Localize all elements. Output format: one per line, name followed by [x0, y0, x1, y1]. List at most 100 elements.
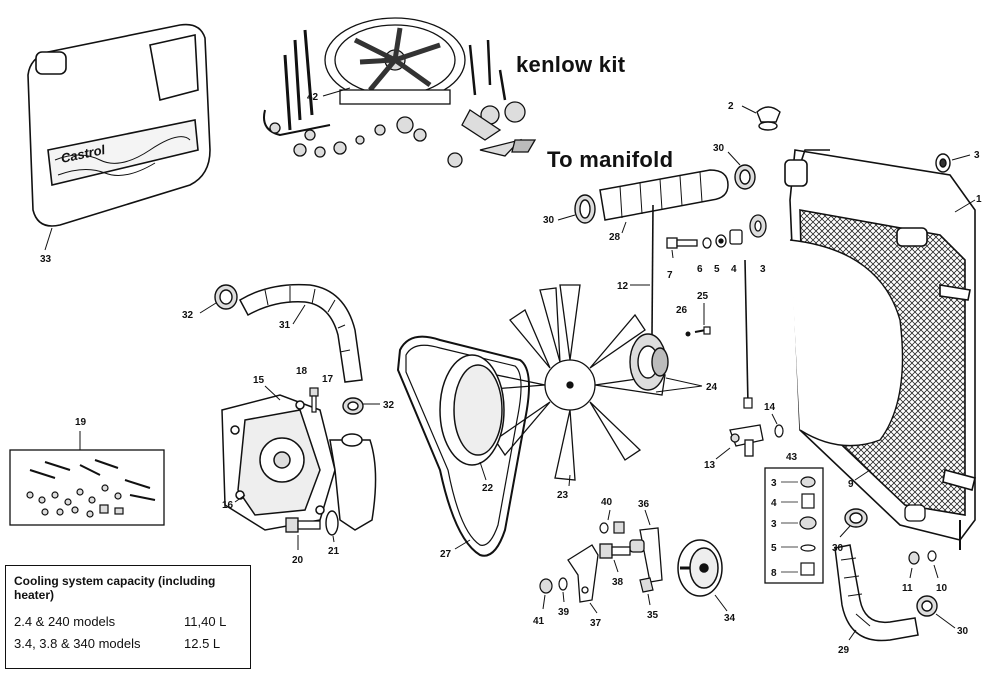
- spacer-4: [729, 229, 743, 245]
- hose-clip-32a: [214, 284, 238, 310]
- part-17: 17: [322, 374, 334, 385]
- kit-43-row-2: 4: [771, 498, 777, 509]
- part-2: 2: [728, 101, 734, 112]
- water-pump: [221, 394, 377, 531]
- bolt-7: [666, 237, 698, 249]
- part-6: 6: [697, 264, 703, 275]
- pump-bolt: [309, 387, 319, 413]
- hose-clip-32b: [342, 397, 364, 415]
- screw-25: [694, 326, 711, 335]
- part-29: 29: [838, 645, 850, 656]
- part-7: 7: [667, 270, 673, 281]
- drain-plug-top: [935, 153, 951, 173]
- part-16: 16: [222, 500, 234, 511]
- idler-pulley: [677, 539, 723, 597]
- kit-43-row-3: 3: [771, 519, 777, 530]
- nut-35: [639, 577, 654, 593]
- part-3-grommet: 3: [760, 264, 766, 275]
- part-9: 9: [848, 479, 854, 490]
- part-25: 25: [697, 291, 709, 302]
- part-28: 28: [609, 232, 621, 243]
- kit-43-row-5: 8: [771, 568, 777, 579]
- washer-39: [558, 577, 568, 591]
- capacity-value: 11,40 L: [184, 614, 227, 629]
- part-21: 21: [328, 546, 340, 557]
- capacity-value: 12.5 L: [184, 636, 221, 651]
- part-43: 43: [786, 452, 798, 463]
- part-14: 14: [764, 402, 776, 413]
- part-41: 41: [533, 616, 545, 627]
- part-42: 42: [307, 92, 319, 103]
- capacity-model: 2.4 & 240 models: [14, 614, 116, 629]
- stay-rod: [651, 204, 654, 336]
- kit-bush: [800, 562, 815, 576]
- part-12: 12: [617, 281, 629, 292]
- part-23: 23: [557, 490, 569, 501]
- nut-41: [539, 578, 553, 594]
- part-37: 37: [590, 618, 602, 629]
- washers-40: [599, 521, 625, 534]
- washer-6: [702, 237, 712, 249]
- hose-clip-30d: [916, 595, 938, 617]
- hose-clip-30b: [734, 164, 756, 190]
- part-30-a: 30: [543, 215, 555, 226]
- kit-grommet-1: [800, 476, 816, 488]
- pivot-bracket-37: [567, 544, 599, 603]
- bolt-20: [285, 517, 321, 533]
- part-3-top: 3: [974, 150, 980, 161]
- part-30-b: 30: [713, 143, 725, 154]
- hose-clip-30a: [574, 194, 596, 224]
- seal-ring-21: [325, 510, 339, 536]
- radiator-bracket: [904, 504, 926, 522]
- part-36: 36: [638, 499, 650, 510]
- washer-14: [774, 424, 784, 438]
- drain-tap-11: [908, 551, 920, 565]
- part-5: 5: [714, 264, 720, 275]
- part-10: 10: [936, 583, 948, 594]
- part-26: 26: [676, 305, 688, 316]
- kit-grommet-2: [799, 516, 817, 530]
- part-30-d: 30: [957, 626, 969, 637]
- part-27: 27: [440, 549, 452, 560]
- kit-43-row-4: 5: [771, 543, 777, 554]
- part-15: 15: [253, 375, 265, 386]
- washer-10: [927, 550, 937, 562]
- part-1: 1: [976, 194, 982, 205]
- top-hose: [599, 169, 729, 221]
- part-13: 13: [704, 460, 716, 471]
- tensioner-bracket-36: [629, 527, 663, 583]
- part-38: 38: [612, 577, 624, 588]
- part-30-c: 30: [832, 543, 844, 554]
- part-32-a: 32: [182, 310, 194, 321]
- fixings-kit-parts: [26, 459, 156, 518]
- heading-kenlow-kit: kenlow kit: [516, 52, 626, 77]
- part-20: 20: [292, 555, 304, 566]
- cooling-capacity-table: Cooling system capacity (including heate…: [5, 565, 251, 669]
- fan-belt: [396, 335, 530, 557]
- part-24: 24: [706, 382, 718, 393]
- part-35: 35: [647, 610, 659, 621]
- part-18: 18: [296, 366, 308, 377]
- kit-washer: [800, 544, 816, 552]
- kit-43-row-1: 3: [771, 478, 777, 489]
- part-19: 19: [75, 417, 87, 428]
- antifreeze-can: Castrol: [27, 23, 211, 227]
- fan-pulley: [439, 354, 505, 466]
- part-4: 4: [731, 264, 737, 275]
- part-34: 34: [724, 613, 736, 624]
- part-40: 40: [601, 497, 613, 508]
- part-31: 31: [279, 320, 291, 331]
- outlet-elbow-13: [729, 424, 764, 457]
- capacity-title: Cooling system capacity (including heate…: [14, 574, 216, 602]
- capacity-model: 3.4, 3.8 & 340 models: [14, 636, 141, 651]
- fan-spacer: [629, 333, 669, 391]
- hose-clip-30c: [844, 508, 868, 528]
- kenlow-fan-kit: [263, 17, 537, 168]
- part-32-b: 32: [383, 400, 395, 411]
- bypass-hose: [239, 283, 363, 383]
- pivot-bolt-38: [599, 543, 631, 559]
- part-39: 39: [558, 607, 570, 618]
- long-stud: [744, 259, 749, 406]
- heading-to-manifold: To manifold: [547, 147, 673, 172]
